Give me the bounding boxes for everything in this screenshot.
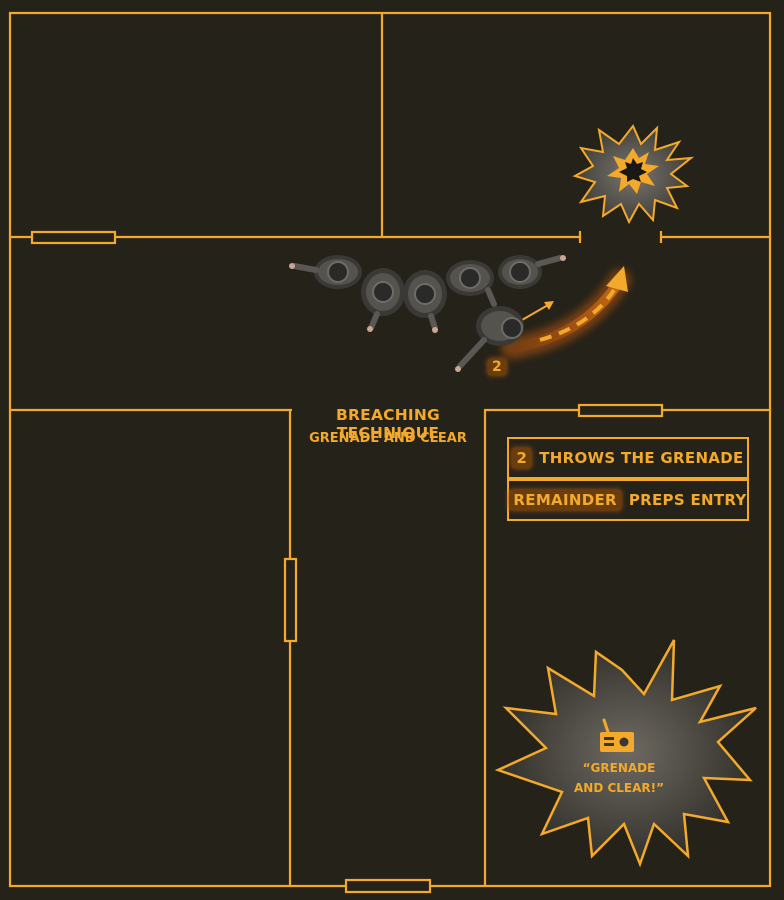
callout-line-2: AND CLEAR!” [573,781,664,795]
diagram-title: BREACHING TECHNIQUE [336,406,440,442]
legend-text: THROWS THE GRENADE [539,449,744,467]
soldier [361,268,405,332]
window-top-left [30,230,117,245]
diagram-subtitle: GRENADE AND CLEAR [309,431,467,446]
soldier-number-label: 2 [488,359,506,375]
window-bottom [344,878,432,894]
grenade-trajectory [501,266,631,359]
soldier [289,255,362,289]
window-left-vertical [283,557,298,643]
callout-line-1: “GRENADE [582,761,656,775]
legend-row-remainder: REMAINDER PREPS ENTRY [507,479,749,521]
soldier-grenade-thrower [455,306,524,372]
windows [30,230,664,894]
soldier [403,270,447,333]
grenade-blast [572,124,695,225]
window-mid-right [577,403,664,418]
legend: 2 THROWS THE GRENADE REMAINDER PREPS ENT… [507,437,749,523]
soldier-stack [289,255,566,372]
soldier [498,255,566,289]
legend-badge: REMAINDER [509,490,621,510]
legend-badge: 2 [512,448,532,468]
radio-icon [600,718,634,752]
legend-text: PREPS ENTRY [628,491,747,509]
legend-row-thrower: 2 THROWS THE GRENADE [507,437,749,479]
soldier [446,260,497,307]
throw-direction-arrow [521,301,554,321]
